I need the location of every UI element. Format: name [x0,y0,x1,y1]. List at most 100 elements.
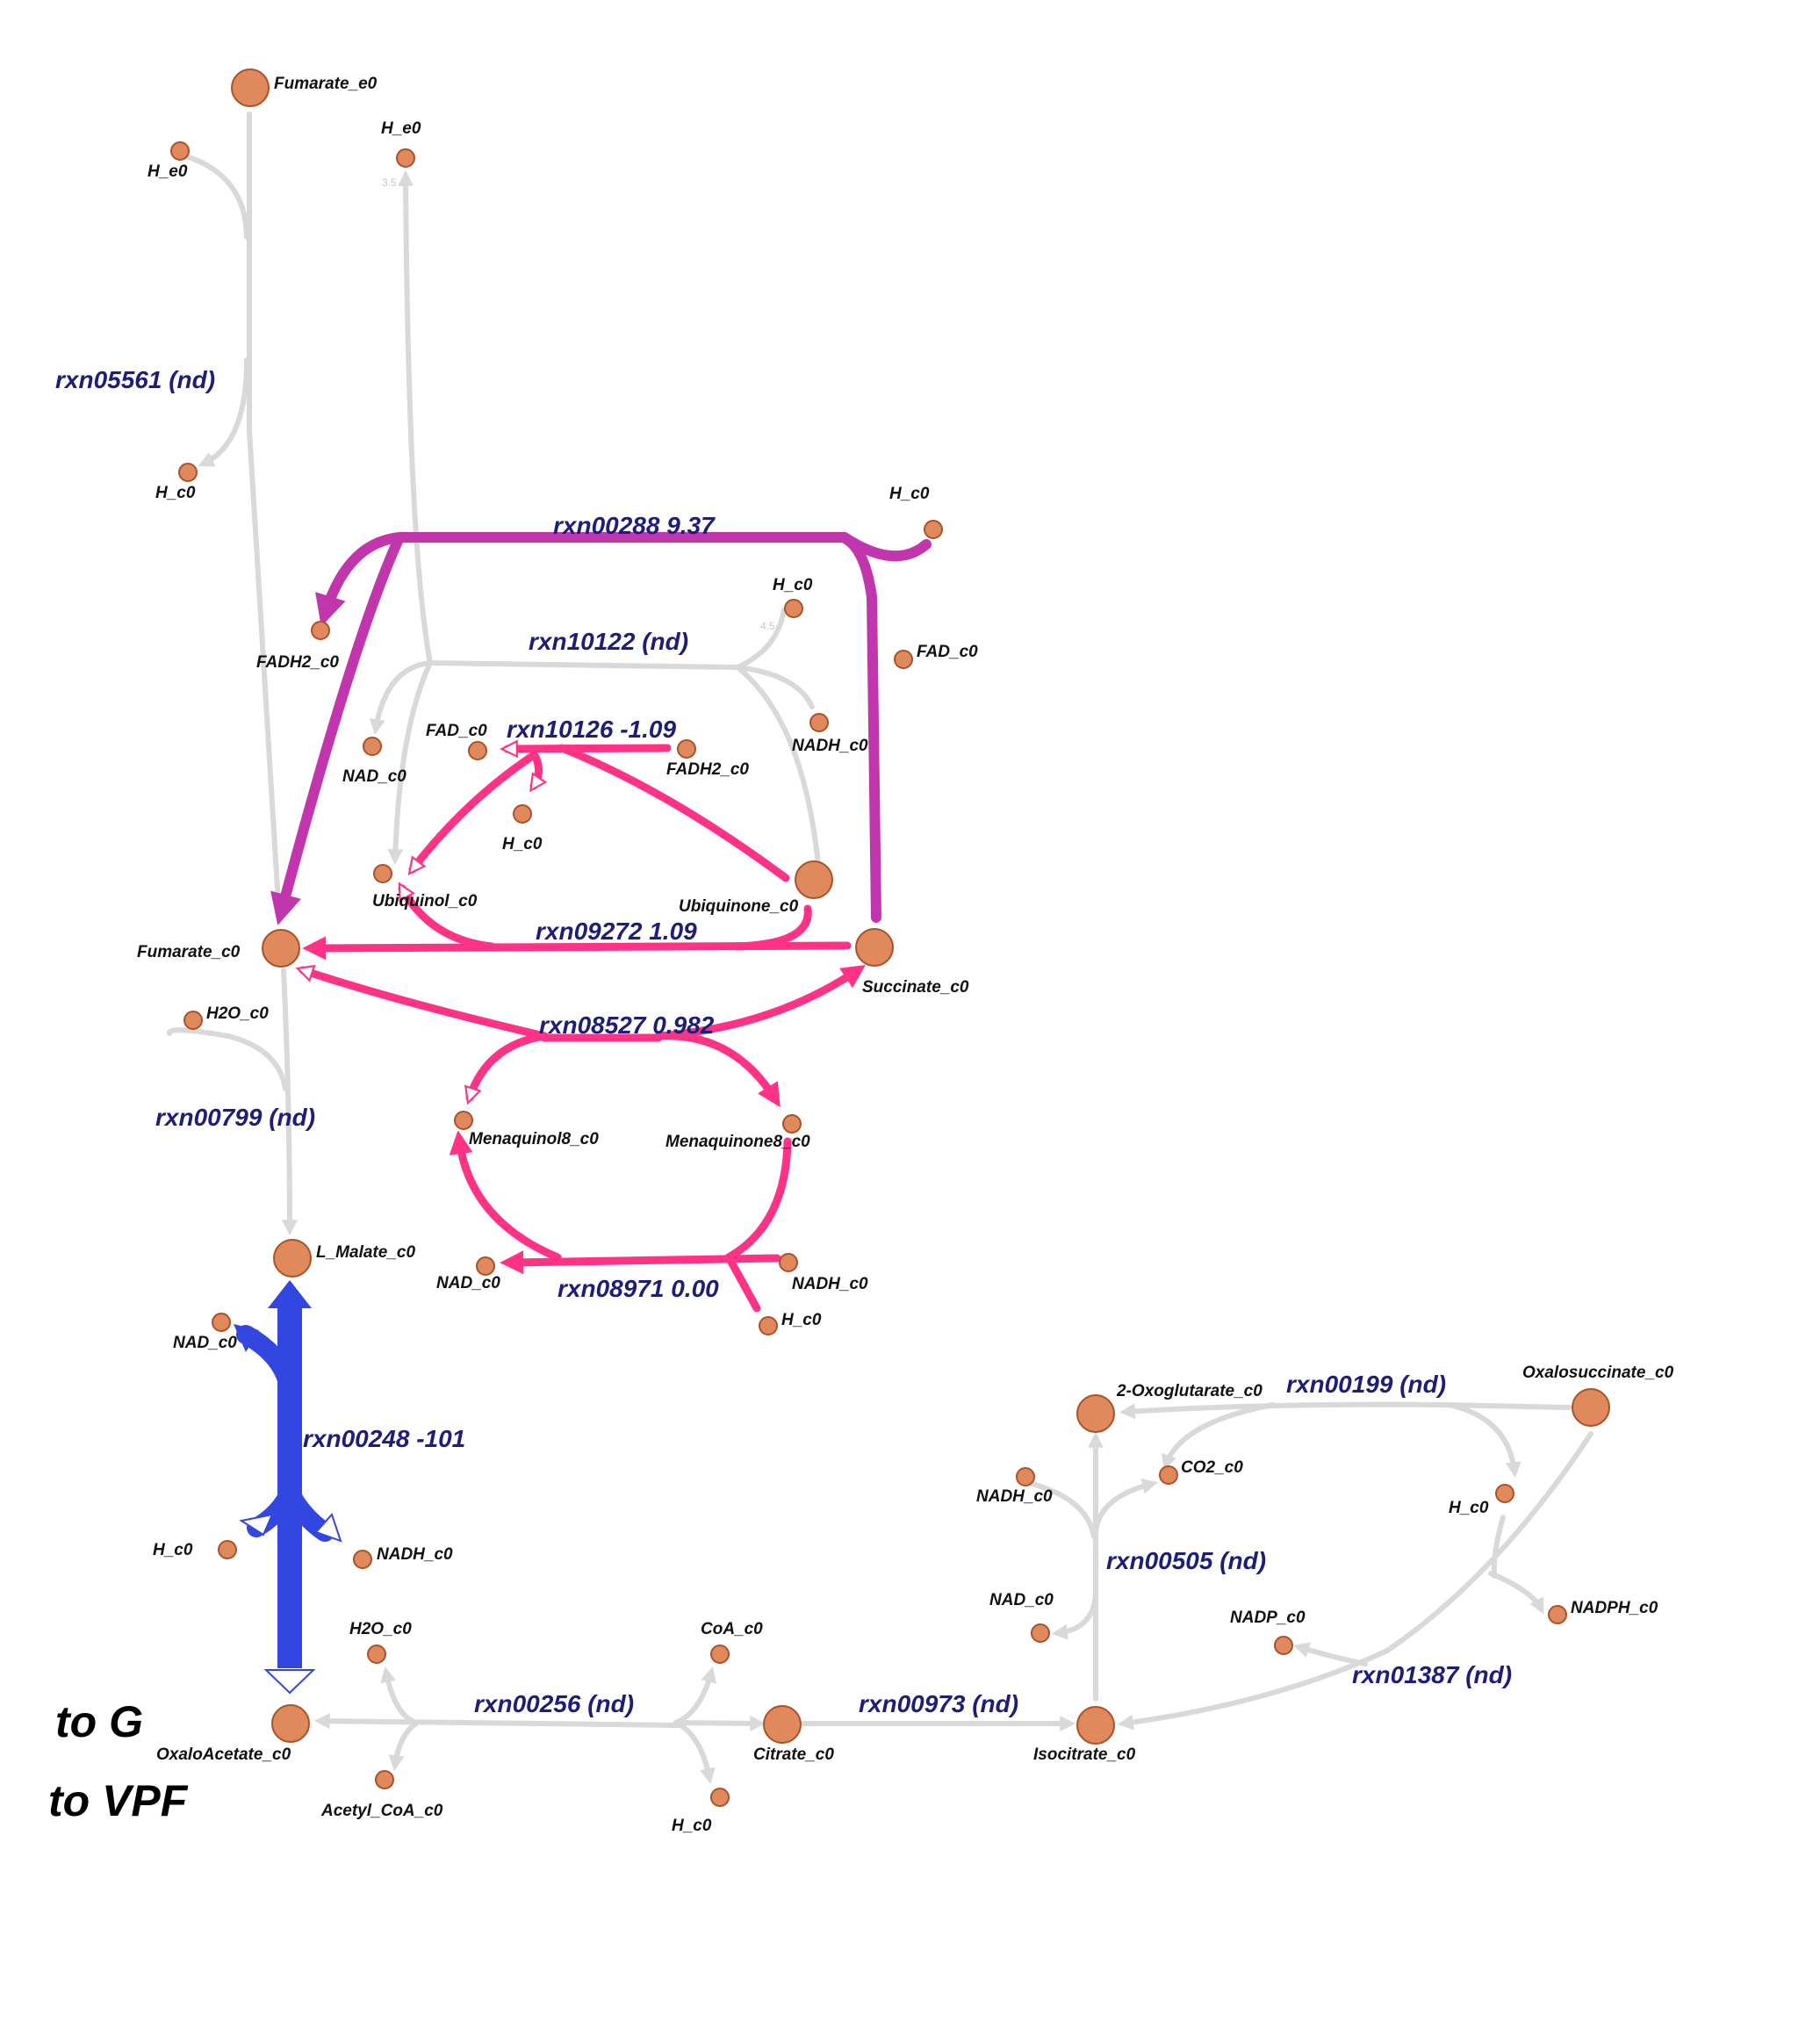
label-nadh-c0-a: NADH_c0 [792,737,868,755]
label-menaquinol8-c0: Menaquinol8_c0 [469,1130,599,1148]
label-rxn00256[interactable]: rxn00256 (nd) [474,1690,634,1717]
node-fadh2-c0-b[interactable] [677,739,696,759]
node-h-e0-left[interactable] [170,141,190,161]
node-co2-c0[interactable] [1159,1465,1178,1485]
label-acetyl-coa-c0: Acetyl_CoA_c0 [320,1802,443,1820]
rxn09272-from-ubiquinone [733,904,812,951]
metabolite-labels: Fumarate_e0 H_e0 H_e0 3.5 H_c0 H_c0 H_c0… [137,75,1674,1835]
label-ubiquinone-c0: Ubiquinone_c0 [679,897,799,916]
rxn10122-main [428,660,740,670]
label-rxn01387[interactable]: rxn01387 (nd) [1352,1661,1512,1688]
label-rxn00199[interactable]: rxn00199 (nd) [1286,1371,1446,1398]
node-nadh-c0-d[interactable] [1016,1467,1035,1486]
label-rxn00505[interactable]: rxn00505 (nd) [1106,1547,1266,1574]
link-to-g[interactable]: to G [55,1697,143,1746]
node-nad-c0-a[interactable] [363,737,382,756]
reaction-paths-mid-flux [270,532,932,925]
label-h-c0-c: H_c0 [773,576,813,594]
node-nad-c0-b[interactable] [476,1256,495,1276]
label-rxn00248[interactable]: rxn00248 -101 [303,1425,465,1452]
node-h2o-c0-a[interactable] [183,1011,203,1030]
node-succinate-c0[interactable] [855,928,894,967]
node-fadh2-c0-a[interactable] [311,621,330,640]
reaction-paths-high-flux [234,1280,342,1695]
node-h-c0-b[interactable] [924,520,943,539]
node-fumarate-c0[interactable] [262,929,300,968]
rxn10126-to-fad [507,748,672,749]
rxn05561-side-h-e0 [183,154,249,240]
node-oxaloacetate-c0[interactable] [271,1704,310,1743]
node-acetyl-coa-c0[interactable] [375,1770,394,1789]
node-nadp-c0[interactable] [1274,1636,1293,1655]
rxn09272-to-ubiquinol [398,889,496,951]
rxn00248-arrowhead-nadh [314,1513,342,1543]
label-h-c0-f: H_c0 [153,1541,193,1559]
node-h-c0-e[interactable] [759,1316,778,1335]
label-rxn05561[interactable]: rxn05561 (nd) [55,366,215,393]
label-h2o-c0-a: H2O_c0 [206,1004,269,1023]
label-h-e0-left: H_e0 [147,162,188,181]
rxn08971-from-h-c0 [724,1253,761,1313]
label-fad-c0-a: FAD_c0 [917,643,978,661]
label-h-c0-a: H_c0 [155,484,196,502]
label-rxn00973[interactable]: rxn00973 (nd) [859,1690,1018,1717]
node-l-malate-c0[interactable] [273,1239,312,1278]
rxn00248-arrowhead-oxaloacetate [263,1669,316,1695]
node-fad-c0-b[interactable] [468,741,487,760]
label-menaquinone8-c0: Menaquinone8_c0 [665,1133,810,1151]
node-nadh-c0-b[interactable] [779,1253,798,1272]
rxn00505-to-nad [1051,1591,1098,1640]
label-rxn10126[interactable]: rxn10126 -1.09 [507,716,676,743]
node-fad-c0-a[interactable] [894,650,913,669]
node-h-c0-a[interactable] [178,463,198,482]
label-rxn00799[interactable]: rxn00799 (nd) [155,1104,315,1131]
label-rxn08971[interactable]: rxn08971 0.00 [558,1275,719,1302]
node-menaquinol8-c0[interactable] [454,1111,473,1130]
node-h-c0-f[interactable] [218,1540,237,1559]
rxn00288-to-fumarate [270,532,405,925]
link-to-vpf[interactable]: to VPF [48,1776,189,1825]
node-nadh-c0-c[interactable] [353,1550,372,1569]
rxn10122-to-ubiquinol [387,660,433,866]
node-oxalosuccinate-c0[interactable] [1572,1388,1610,1427]
label-nadh-c0-b: NADH_c0 [792,1275,868,1293]
rxn01387-from-h-c0 [1491,1515,1506,1579]
label-oxaloacetate-c0: OxaloAcetate_c0 [156,1745,291,1764]
rxn00799-side-h2o [167,1027,288,1091]
label-rxn08527[interactable]: rxn08527 0.982 [539,1011,715,1039]
label-rxn09272[interactable]: rxn09272 1.09 [536,918,697,945]
node-nad-c0-d[interactable] [1031,1623,1050,1643]
label-nadp-c0: NADP_c0 [1230,1609,1306,1627]
label-nad-c0-a: NAD_c0 [342,767,406,786]
label-rxn00288[interactable]: rxn00288 9.37 [553,512,716,539]
rxn00256-to-h2o [380,1666,420,1725]
rxn10126-from-ubiquinone [558,744,790,882]
rxn00256-to-acetylcoa [388,1720,420,1772]
rxn08971-to-menaquinol [449,1130,562,1262]
node-coa-c0[interactable] [710,1645,730,1664]
node-nadph-c0[interactable] [1548,1605,1567,1624]
node-h-c0-d[interactable] [513,804,532,824]
label-fumarate-c0: Fumarate_c0 [137,943,241,961]
node-h-c0-g[interactable] [710,1788,730,1807]
rxn00256-to-oxaloacetate [313,1713,683,1730]
node-2-oxoglutarate-c0[interactable] [1076,1394,1115,1433]
rxn00256-to-h-c0 [673,1720,716,1785]
node-citrate-c0[interactable] [763,1705,802,1744]
node-h-c0-h[interactable] [1495,1484,1514,1503]
node-h2o-c0-b[interactable] [367,1645,386,1664]
node-menaquinone8-c0[interactable] [782,1114,802,1134]
rxn00505-from-nadh [1023,1479,1097,1539]
label-rxn10122[interactable]: rxn10122 (nd) [529,628,688,655]
rxn05561-path [247,112,282,920]
node-fumarate-e0[interactable] [231,68,270,107]
node-ubiquinone-c0[interactable] [795,860,833,899]
node-h-c0-c[interactable] [784,599,803,618]
node-nad-c0-c[interactable] [212,1313,231,1332]
label-nad-c0-b: NAD_c0 [436,1274,500,1292]
rxn00248-arrowhead-h [239,1513,274,1537]
node-nadh-c0-a[interactable] [809,713,829,732]
node-ubiquinol-c0[interactable] [373,864,392,883]
node-isocitrate-c0[interactable] [1076,1706,1115,1745]
node-h-e0-top[interactable] [396,148,415,168]
